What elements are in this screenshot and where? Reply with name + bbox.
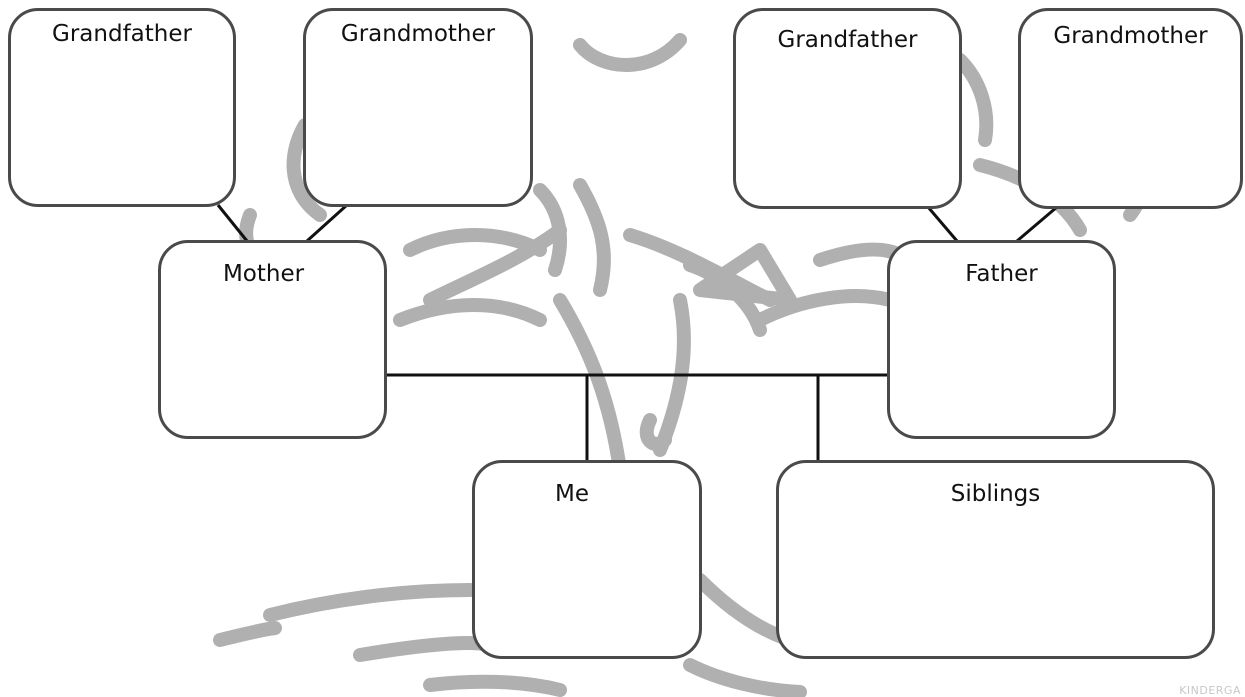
- father-box: Father: [887, 240, 1116, 439]
- watermark-text: KINDERGA: [1179, 684, 1241, 697]
- connector-maternal-grandfather-mother: [216, 204, 249, 242]
- paternal-grandmother-box: Grandmother: [1018, 8, 1243, 209]
- connector-lines: [216, 203, 1058, 462]
- paternal-grandfather-label: Grandfather: [777, 27, 918, 53]
- siblings-box: Siblings: [776, 460, 1215, 659]
- maternal-grandfather-label: Grandfather: [52, 21, 192, 47]
- connector-maternal-grandmother-mother: [305, 203, 349, 243]
- me-box: Me: [472, 460, 702, 659]
- maternal-grandmother-box: Grandmother: [303, 8, 533, 207]
- paternal-grandfather-box: Grandfather: [733, 8, 962, 209]
- me-label: Me: [555, 481, 589, 507]
- connector-paternal-grandmother-father: [1016, 205, 1058, 243]
- maternal-grandmother-label: Grandmother: [340, 21, 496, 47]
- mother-box: Mother: [158, 240, 387, 439]
- father-label: Father: [965, 261, 1038, 287]
- paternal-grandmother-label: Grandmother: [1053, 23, 1208, 49]
- connector-paternal-grandfather-father: [926, 206, 959, 242]
- mother-label: Mother: [222, 261, 305, 287]
- maternal-grandfather-box: Grandfather: [8, 8, 236, 207]
- siblings-label: Siblings: [950, 481, 1041, 507]
